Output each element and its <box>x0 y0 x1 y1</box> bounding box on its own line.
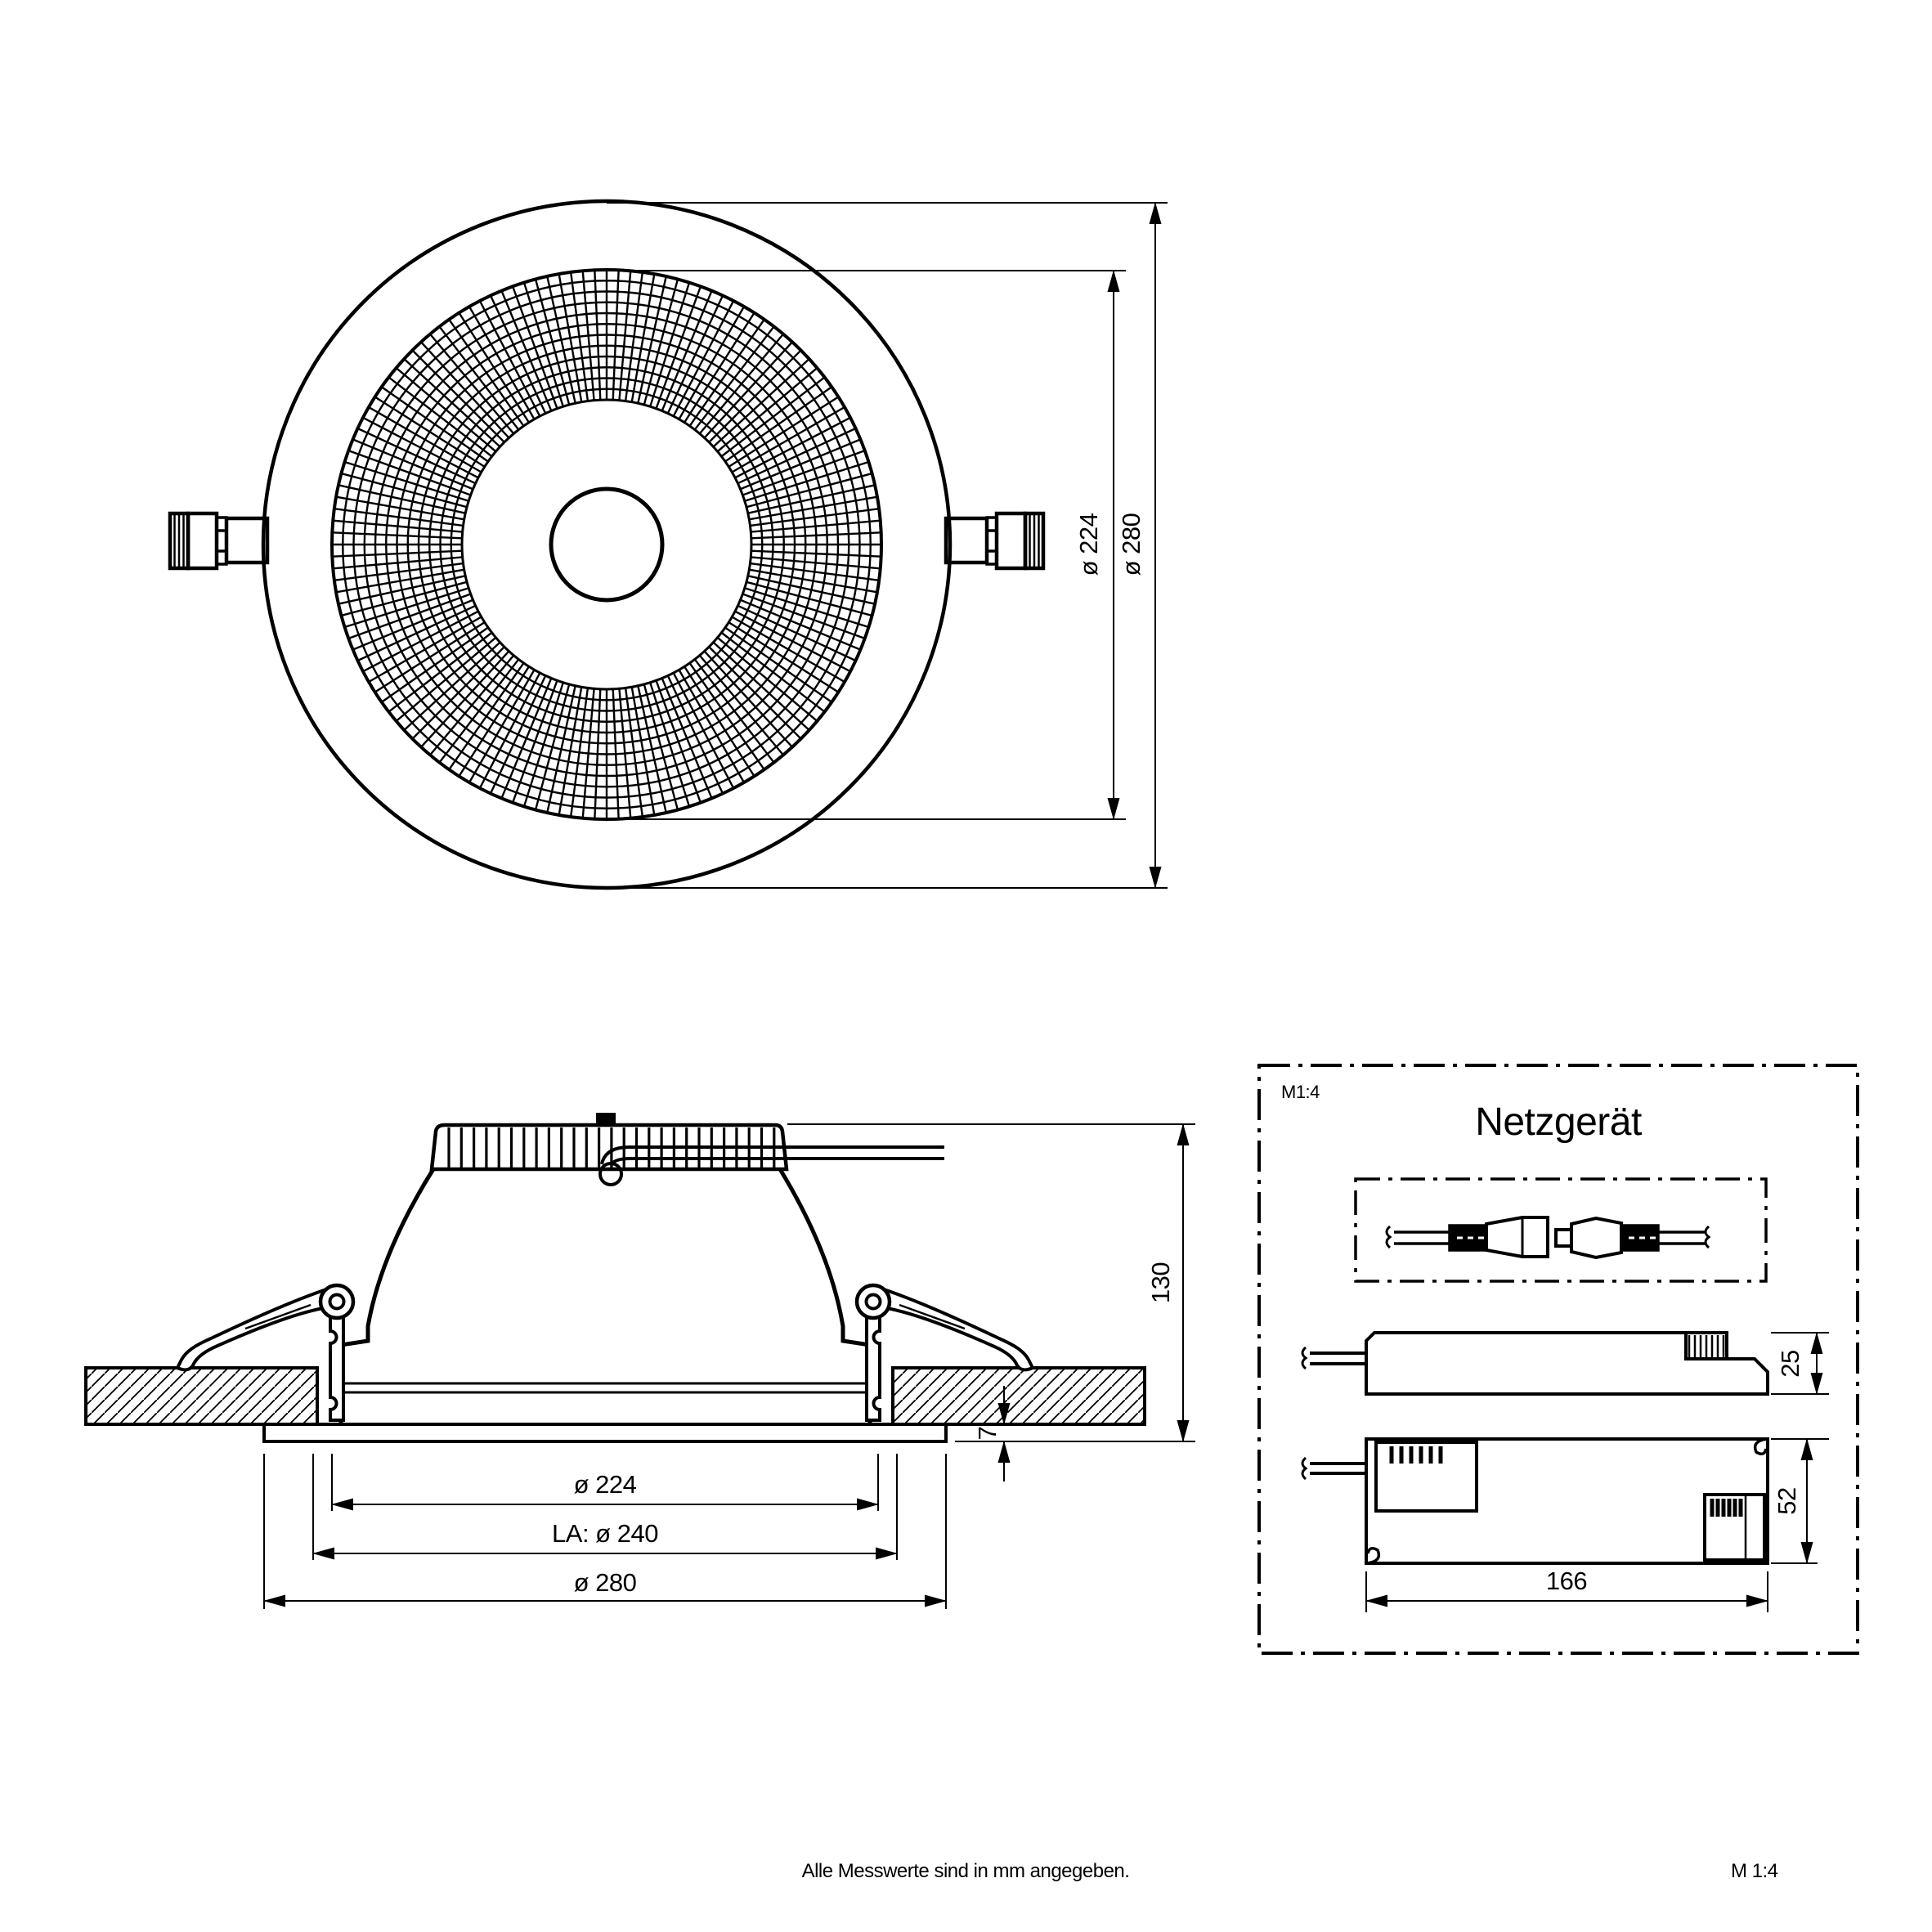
psu-side-view <box>1301 1331 1769 1396</box>
heatsink-nub <box>596 1113 616 1125</box>
psu-connector-border <box>1354 1177 1768 1283</box>
psu-outer-border <box>1257 1064 1859 1655</box>
footer-note: Alle Messwerte sind in mm angegeben. <box>802 1860 1130 1882</box>
dim-52 <box>1771 1438 1829 1564</box>
psu-connector-drawing <box>1385 1216 1711 1260</box>
footer-scale: M 1:4 <box>1731 1860 1778 1882</box>
dim-label-280-side: ø 280 <box>574 1568 637 1597</box>
top-view-dimensions <box>607 202 1168 889</box>
dim-label-52: 52 <box>1773 1487 1801 1514</box>
dim-label-130: 130 <box>1146 1262 1175 1303</box>
top-view: ø 224 ø 280 <box>168 199 1168 890</box>
psu-title: Netzgerät <box>1475 1100 1642 1144</box>
dim-166 <box>1365 1571 1768 1612</box>
reflector-grid <box>330 268 883 821</box>
psu-detail-box: M1:4 Netzgerät <box>1257 1064 1859 1655</box>
dim-label-166: 166 <box>1546 1567 1587 1595</box>
psu-plan-view <box>1301 1437 1769 1565</box>
dims-bottom <box>263 1454 947 1609</box>
dim-label-25: 25 <box>1776 1350 1804 1377</box>
luminaire-body <box>338 1168 872 1423</box>
dim-label-280-top: ø 280 <box>1117 513 1145 576</box>
heatsink-outline <box>429 1123 789 1172</box>
dim-label-240-side: LA: ø 240 <box>552 1519 658 1548</box>
spring-clip-right <box>854 1283 1035 1422</box>
psu-scale-label: M1:4 <box>1281 1082 1320 1102</box>
dim-label-7: 7 <box>973 1427 1002 1441</box>
dim-label-224-side: ø 224 <box>574 1470 637 1499</box>
top-view-left-connector <box>168 511 270 571</box>
ceiling-slab-right <box>891 1366 1146 1426</box>
dim-25 <box>1771 1332 1829 1395</box>
trim-flange <box>262 1423 948 1443</box>
top-view-center-hole <box>549 486 665 603</box>
dim-130 <box>787 1123 1195 1442</box>
dim-label-224-top: ø 224 <box>1074 513 1103 576</box>
top-view-right-connector <box>944 511 1046 571</box>
ceiling-slab-left <box>84 1366 319 1426</box>
spring-clip-left <box>175 1283 356 1422</box>
side-view: 130 7 ø 224 LA: ø 240 ø 280 <box>84 1113 1195 1609</box>
side-cable <box>598 1145 944 1186</box>
